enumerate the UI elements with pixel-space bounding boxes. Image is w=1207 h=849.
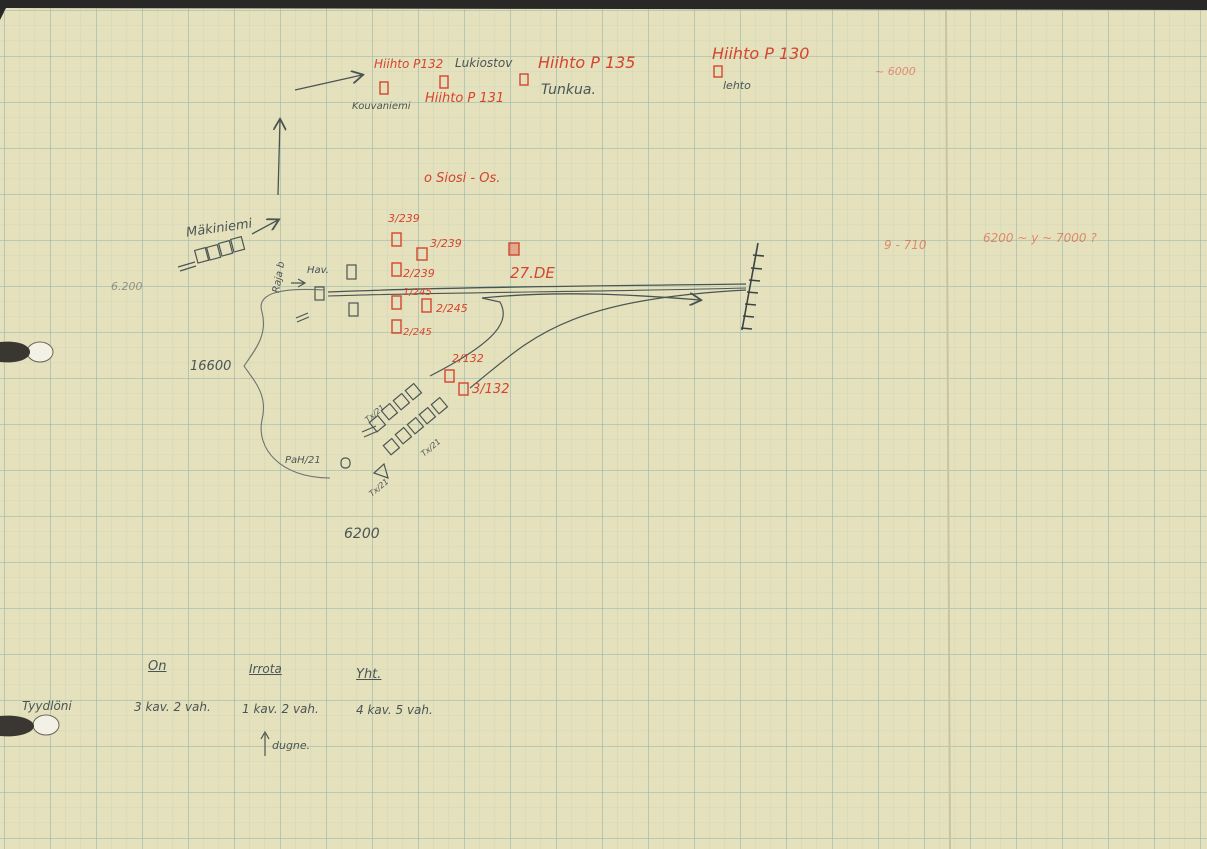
label-unit-5: 2/245 <box>436 302 468 315</box>
label-lukiostov: Lukiostov <box>455 56 513 70</box>
arrow-up-icon <box>260 730 270 756</box>
binder-hole-icon <box>32 714 60 736</box>
note-right-1: 9 - 710 <box>884 238 927 252</box>
road-line <box>327 283 747 293</box>
table-row-label: Tyydlöni <box>22 699 72 713</box>
table-cell-yht: 4 kav. 5 vah. <box>356 703 433 717</box>
label-tunkua: Tunkua. <box>541 82 596 98</box>
binder-ring-icon <box>0 715 34 737</box>
label-unit-2: 3/239 <box>430 237 462 250</box>
table-header-yht: Yht. <box>356 667 382 682</box>
unit-row-lower <box>340 382 449 479</box>
label-hiihto-p131: Hiihto P 131 <box>425 91 505 106</box>
road-line <box>327 287 747 297</box>
unit-row-makiniemi <box>177 235 246 272</box>
unit-markers-hav <box>291 264 359 323</box>
table-header-irrota: Irrota <box>249 662 282 676</box>
arrow-right-icon <box>294 75 362 91</box>
label-hav: Hav. <box>307 265 329 276</box>
arrow-up-icon <box>278 120 280 196</box>
label-siosi: o Siosi - Os. <box>424 171 501 186</box>
label-unit-1: 3/239 <box>388 212 420 225</box>
label-27de: 27.DE <box>510 264 555 282</box>
label-brace-number: 16600 <box>190 359 232 374</box>
label-unit-3: 2/239 <box>403 267 435 280</box>
label-hiihto-p130: Hiihto P 130 <box>712 44 810 63</box>
label-unit-8: 3/132 <box>472 382 510 397</box>
arrow-right-icon <box>251 220 278 235</box>
table-cell-irrota: 1 kav. 2 vah. <box>242 702 319 716</box>
red-markers-middle <box>391 232 520 396</box>
road-line <box>469 289 747 389</box>
grid-lines <box>0 8 1207 849</box>
label-pah: PaH/21 <box>285 455 321 466</box>
note-right-2: 6200 ~ y ~ 7000 ? <box>983 231 1097 245</box>
label-unit-4: 1/245 <box>403 287 432 298</box>
label-left-number: 6.200 <box>111 280 143 293</box>
label-unit-6: 2/245 <box>403 327 432 338</box>
label-lehto: lehto <box>723 79 751 92</box>
table-header-on: On <box>148 659 167 674</box>
label-kouvaniemi: Kouvaniemi <box>352 101 411 112</box>
binder-hole-icon <box>26 341 54 363</box>
label-hiihto-p135: Hiihto P 135 <box>538 53 636 72</box>
road-line <box>429 297 504 377</box>
arrow-right-icon <box>481 294 700 300</box>
page-fold <box>945 9 951 849</box>
table-cell-on: 3 kav. 2 vah. <box>134 700 211 714</box>
label-hiihto-p132: Hiihto P132 <box>374 57 444 71</box>
front-line <box>740 242 765 331</box>
table-note: dugne. <box>272 739 311 752</box>
bracket-line <box>243 288 331 479</box>
label-bottom-number: 6200 <box>344 526 380 542</box>
red-markers-top <box>379 65 723 95</box>
note-top-right: ~ 6000 <box>875 65 916 78</box>
binder-ring-icon <box>0 341 30 363</box>
label-unit-7: 2/132 <box>452 352 484 365</box>
